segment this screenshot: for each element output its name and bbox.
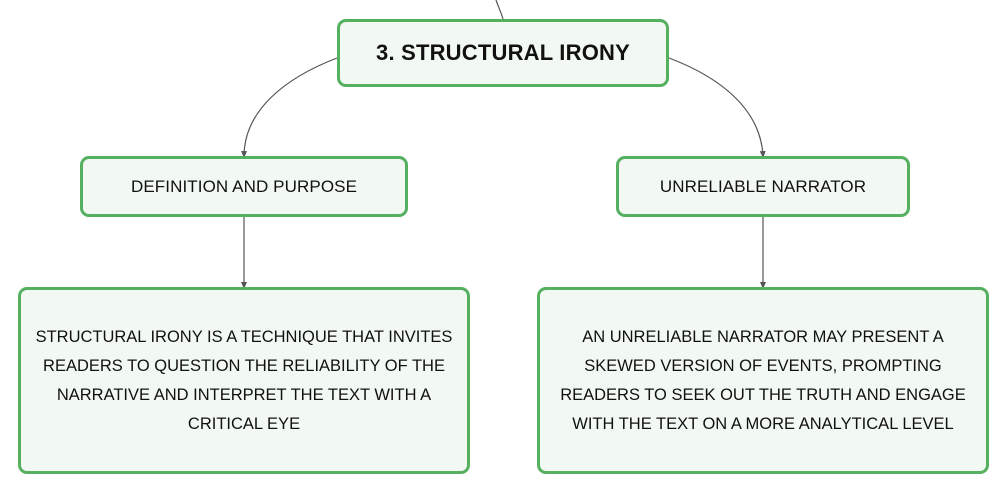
unreliable-narrator-label: UNRELIABLE NARRATOR [659, 176, 867, 196]
root-node[interactable]: 3. STRUCTURAL IRONY [337, 19, 669, 87]
unreliable-narrator-node[interactable]: UNRELIABLE NARRATOR [616, 156, 910, 217]
incoming-connector [495, 0, 504, 20]
unreliable-narrator-detail-node[interactable]: AN UNRELIABLE NARRATOR MAY PRESENT A SKE… [537, 287, 989, 474]
definition-and-purpose-label: DEFINITION AND PURPOSE [130, 176, 358, 196]
unreliable-narrator-detail-text: AN UNRELIABLE NARRATOR MAY PRESENT A SKE… [560, 327, 966, 433]
connector-root-to-definition [241, 57, 338, 158]
definition-detail-text: STRUCTURAL IRONY IS A TECHNIQUE THAT INV… [35, 327, 453, 433]
definition-detail-node[interactable]: STRUCTURAL IRONY IS A TECHNIQUE THAT INV… [18, 287, 470, 474]
connector-root-to-unreliable-narrator [668, 57, 766, 158]
definition-and-purpose-node[interactable]: DEFINITION AND PURPOSE [80, 156, 408, 217]
root-node-label: 3. STRUCTURAL IRONY [376, 40, 630, 65]
